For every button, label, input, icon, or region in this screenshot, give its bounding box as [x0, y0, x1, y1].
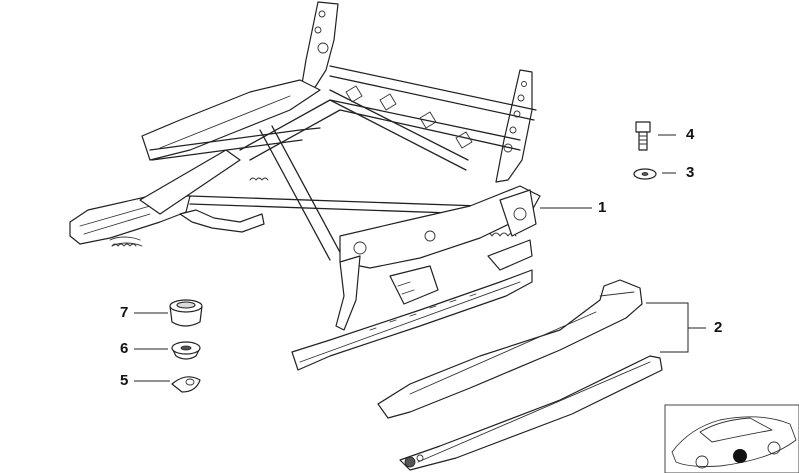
- position-marker-icon: [733, 449, 747, 463]
- callout-7: 7: [120, 304, 129, 321]
- callout-1: 1: [598, 199, 607, 216]
- leader-lines: [134, 134, 706, 382]
- seat-frame: [69, 1, 541, 371]
- callout-3: 3: [686, 164, 695, 181]
- callout-6: 6: [120, 340, 129, 357]
- washer-part: [633, 168, 657, 180]
- callout-5: 5: [120, 372, 129, 389]
- callout-2: 2: [714, 319, 723, 336]
- seat-cover-trims: [377, 279, 663, 471]
- cap-part: [169, 299, 203, 327]
- car-thumbnail: [664, 404, 799, 473]
- grommet-part: [171, 341, 201, 360]
- clip-part: [171, 376, 201, 393]
- callout-4: 4: [686, 126, 695, 143]
- bolt-part: [635, 121, 651, 151]
